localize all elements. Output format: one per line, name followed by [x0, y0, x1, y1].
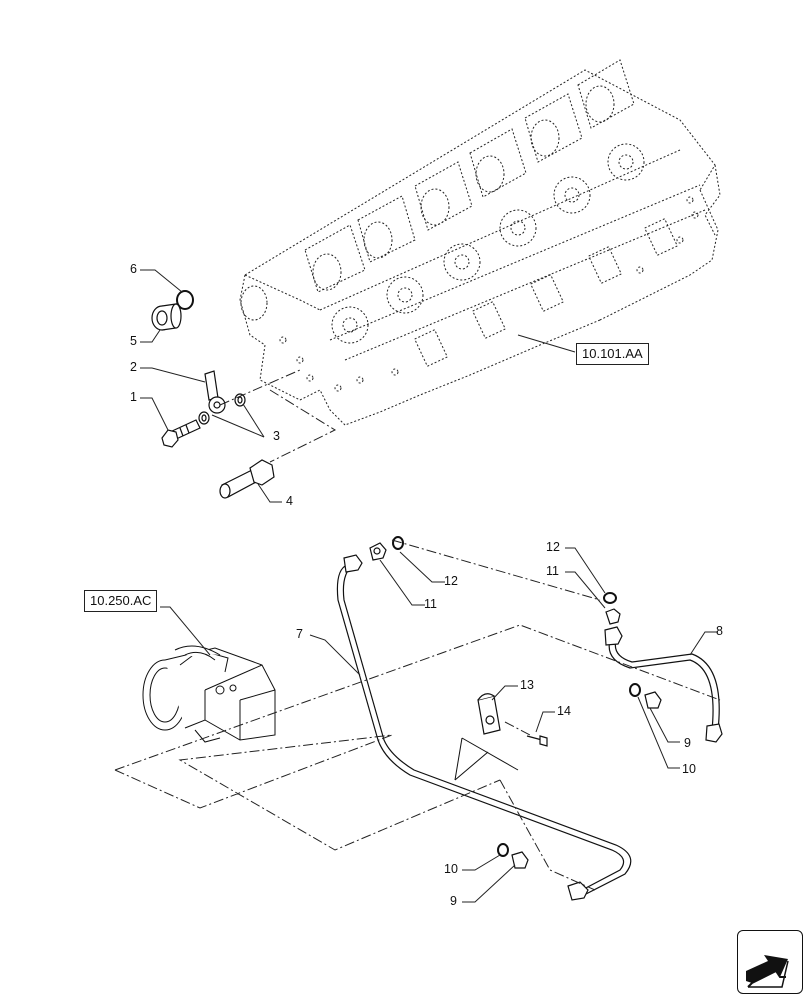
leader-injection-pump	[160, 606, 211, 656]
leader-cylinder-head	[517, 334, 576, 353]
cylinder-head-outline	[239, 59, 721, 426]
next-page-button[interactable]	[737, 930, 803, 994]
callout-13: 13	[520, 678, 534, 692]
o-ring-part-6	[176, 290, 194, 310]
callout-6: 6	[130, 262, 137, 276]
reference-label-injection-pump[interactable]: 10.250.AC	[84, 590, 158, 612]
assembly-guide-lines-upper	[219, 369, 337, 463]
plug-part-5	[151, 303, 182, 331]
o-ring-part-12-upper	[392, 536, 404, 550]
reference-label-cylinder-head[interactable]: 10.101.AA	[576, 343, 649, 365]
callout-12-upper: 12	[444, 574, 458, 588]
o-ring-part-10-right	[629, 683, 641, 697]
banjo-bolt-part-1	[161, 419, 201, 448]
clamp-part-13	[477, 693, 501, 735]
callout-11-upper: 11	[424, 597, 437, 611]
fuel-pipe-part-7	[336, 564, 632, 895]
fitting-part-2	[204, 370, 226, 414]
pipe-7-end-nuts	[343, 554, 589, 901]
adapter-part-9-right	[644, 691, 662, 709]
callout-9-right: 9	[684, 736, 691, 750]
next-page-arrow-icon	[746, 955, 789, 988]
adapter-part-11-upper	[369, 542, 387, 561]
callout-4: 4	[286, 494, 293, 508]
leaders-lower-parts	[309, 547, 718, 903]
callout-11-right: 11	[546, 564, 559, 578]
callout-1: 1	[130, 390, 137, 404]
callout-3: 3	[273, 429, 280, 443]
callout-5: 5	[130, 334, 137, 348]
fuel-pipe-part-8	[608, 639, 720, 731]
o-ring-part-10-lower	[497, 843, 509, 857]
o-ring-part-12-right	[603, 592, 617, 604]
adapter-part-11-right	[605, 608, 621, 625]
callout-10-right: 10	[682, 762, 696, 776]
callout-2: 2	[130, 360, 137, 374]
assembly-guide-lines-lower	[114, 539, 721, 891]
union-part-4	[219, 459, 275, 499]
pipe-8-end-nuts	[604, 626, 723, 743]
injection-pump-outline	[142, 645, 276, 743]
screw-part-14	[526, 735, 548, 747]
leaders-upper-parts	[140, 269, 282, 503]
callout-12-right: 12	[546, 540, 560, 554]
callout-8: 8	[716, 624, 723, 638]
clamp-location-indicator	[454, 737, 519, 781]
callout-10-lower: 10	[444, 862, 458, 876]
callout-14: 14	[557, 704, 571, 718]
callout-7: 7	[296, 627, 303, 641]
callout-9-lower: 9	[450, 894, 457, 908]
